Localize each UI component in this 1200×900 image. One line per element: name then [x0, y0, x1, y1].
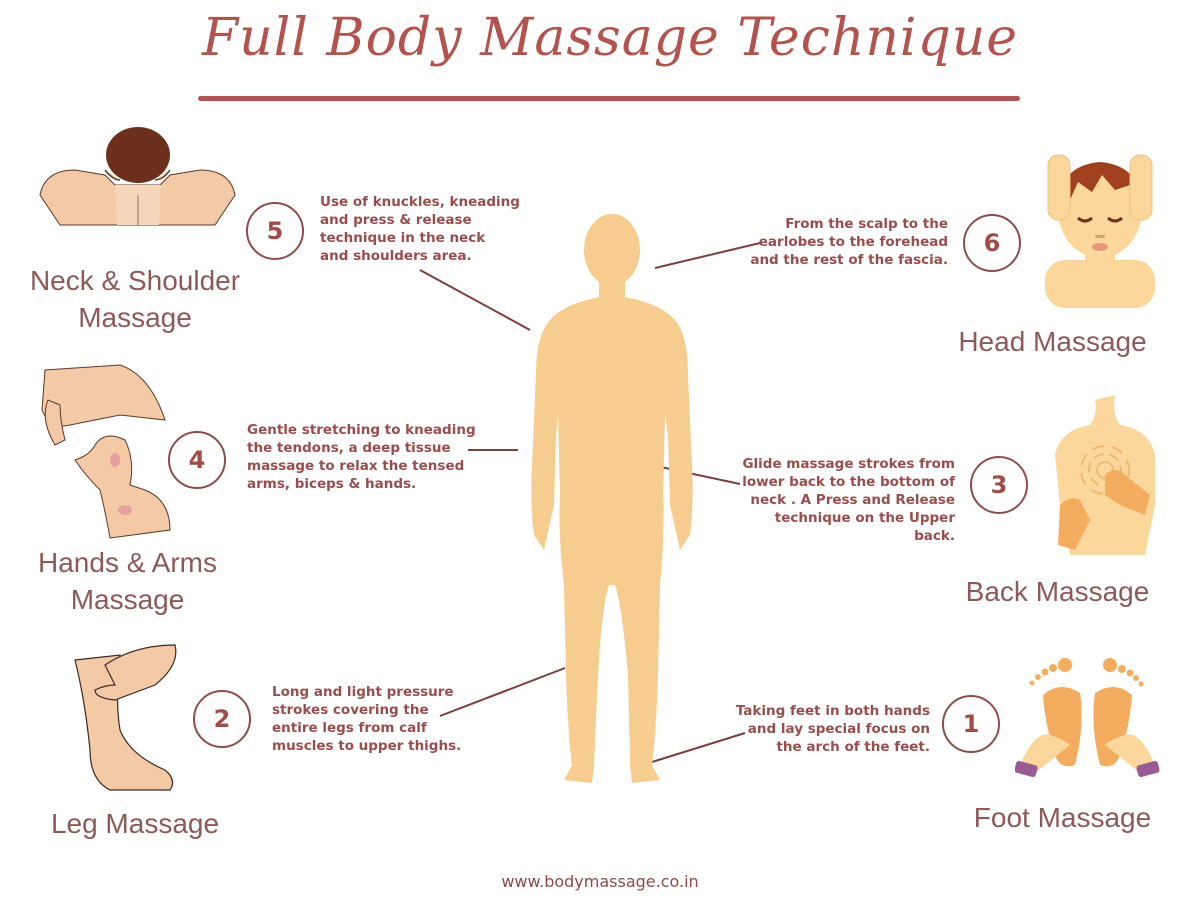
back-label: Back Massage [965, 576, 1150, 607]
hands-arms-label: Hands & Arms Massage [38, 547, 217, 615]
website-link[interactable]: www.bodymassage.co.in [501, 872, 699, 891]
neck-shoulder-description: Use of knuckles, kneading and press & re… [320, 194, 520, 264]
head-label: Head Massage [958, 326, 1147, 357]
step-number-badge: 6 [963, 214, 1021, 272]
leg-description: Long and light pressure strokes covering… [272, 684, 462, 754]
hands-arms-massage-illustration [41, 364, 171, 539]
foot-description: Taking feet in both hands and lay specia… [735, 703, 930, 755]
foot-massage-illustration [1015, 658, 1160, 777]
step-number-badge: 4 [168, 431, 226, 489]
back-massage-illustration [1055, 395, 1155, 555]
foot-label: Foot Massage [973, 802, 1152, 833]
leg-massage-illustration [74, 644, 177, 791]
step-number-badge: 3 [970, 456, 1028, 514]
hands-arms-description: Gentle stretching to kneading the tendon… [247, 422, 476, 492]
step-number-badge: 2 [193, 690, 251, 748]
step-number-badge: 5 [246, 202, 304, 260]
head-description: From the scalp to the earlobes to the fo… [750, 216, 948, 268]
page-title: Full Body Massage Technique [202, 8, 1018, 68]
head-massage-illustration [1045, 154, 1155, 308]
leg-label: Leg Massage [50, 808, 220, 839]
back-description: Glide massage strokes from lower back to… [742, 456, 955, 544]
neck-shoulder-massage-illustration [39, 127, 236, 226]
step-number-badge: 1 [942, 695, 1000, 753]
title-underline-divider [198, 96, 1020, 101]
neck-shoulder-label: Neck & Shoulder Massage [29, 265, 241, 333]
human-body-silhouette [531, 214, 693, 783]
